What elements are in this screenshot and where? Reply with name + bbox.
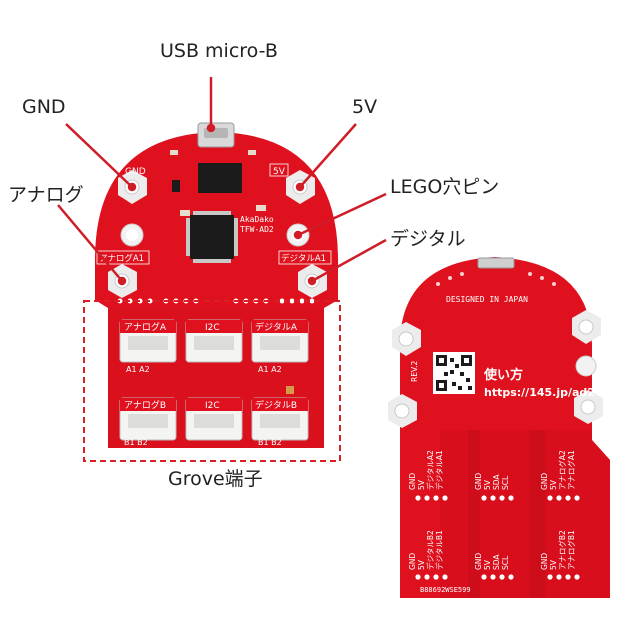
back-pin-dot: [574, 495, 580, 501]
back-pin-dot: [433, 495, 439, 501]
back-pin-label: デジタルA1: [434, 450, 444, 490]
qr-code: [433, 352, 475, 394]
ic-chip-top: [198, 163, 242, 193]
back-pin-dot: [547, 495, 553, 501]
chip-label-2: TFW-AD2: [240, 225, 274, 234]
pins-a1a2-left: A1 A2: [126, 365, 150, 374]
back-pin-label: SDA: [492, 554, 501, 570]
back-pin-dot: [565, 574, 571, 580]
label-analog-a1: アナログA1: [99, 253, 144, 264]
url-label: https://145.jp/ad2: [484, 386, 595, 399]
pad-lego-left: [120, 223, 144, 247]
back-pin-dot: [481, 574, 487, 580]
back-pin-label: デジタルB1: [434, 530, 444, 570]
back-pin-label: GND: [474, 473, 483, 490]
pad-gnd-label: GND: [125, 167, 146, 177]
back-pin-dot: [442, 574, 448, 580]
grove-labels: アナログA I2C デジタルA アナログB I2C デジタルB A1 A2 A1…: [120, 320, 308, 447]
callout-5v: 5V: [352, 96, 378, 118]
label-digital-a1: デジタルA1: [281, 253, 326, 264]
back-pin-label: GND: [408, 473, 417, 490]
callout-analog: アナログ: [8, 184, 84, 206]
designed-in-japan: DESIGNED IN JAPAN: [446, 295, 528, 304]
callout-digital: デジタル: [390, 228, 466, 250]
back-pin-dot: [415, 495, 421, 501]
grove-dashed-box: [83, 300, 341, 462]
back-pin-label: GND: [540, 473, 549, 490]
back-pin-dot: [442, 495, 448, 501]
port-i2c-top: I2C: [205, 323, 220, 333]
back-pin-dot: [415, 574, 421, 580]
back-pin-dot: [565, 495, 571, 501]
back-pin-label: SDA: [492, 474, 501, 490]
back-board: DESIGNED IN JAPAN REV.2 使い方 https://145.…: [388, 257, 610, 598]
back-pin-label: 5V: [549, 479, 558, 490]
line-digital: [311, 238, 387, 283]
back-pin-label: 5V: [417, 559, 426, 570]
line-5v: [299, 123, 357, 188]
back-pin-label: SCL: [501, 555, 510, 570]
back-pin-label: 5V: [483, 559, 492, 570]
line-analog: [57, 204, 123, 282]
back-pin-label: GND: [474, 553, 483, 570]
back-pin-dot: [547, 574, 553, 580]
back-pin-dot: [433, 574, 439, 580]
pins-b1b2-left: B1 B2: [124, 438, 148, 447]
line-gnd: [65, 123, 133, 188]
back-pin-label: GND: [540, 553, 549, 570]
pins-b1b2-right: B1 B2: [258, 438, 282, 447]
back-pin-dot: [499, 495, 505, 501]
back-pin-dot: [490, 574, 496, 580]
callout-lego: LEGO穴ピン: [390, 176, 500, 198]
pins-a1a2-right: A1 A2: [258, 365, 282, 374]
back-pin-dot: [508, 574, 514, 580]
back-pin-dot: [490, 495, 496, 501]
back-pin-label: SCL: [501, 475, 510, 490]
rev-label: REV.2: [410, 361, 419, 382]
port-i2c-bottom: I2C: [205, 401, 220, 411]
serial-label: B88692WSE599: [420, 586, 471, 594]
back-pin-label: アナログA1: [566, 450, 576, 490]
back-pin-dot: [556, 574, 562, 580]
mcu-chip: [186, 211, 238, 263]
lego-hole-pads: [108, 170, 327, 298]
back-pin-dot: [424, 495, 430, 501]
back-pin-label: GND: [408, 553, 417, 570]
back-pin-dot: [508, 495, 514, 501]
back-pin-dot: [556, 495, 562, 501]
back-pin-label: 5V: [483, 479, 492, 490]
callout-usb: USB micro-B: [160, 40, 278, 62]
back-pin-dot: [424, 574, 430, 580]
usb-connector: [197, 122, 235, 148]
back-pin-label: 5V: [417, 479, 426, 490]
chip-label-1: AkaDako: [240, 215, 274, 224]
back-pin-label: 5V: [549, 559, 558, 570]
port-digital-a: デジタルA: [255, 321, 298, 333]
back-pin-label: アナログB2: [557, 530, 567, 570]
pad-5v-label: 5V: [273, 167, 286, 177]
back-pin-dot: [481, 495, 487, 501]
back-pin-label: デジタルA2: [425, 450, 435, 490]
callout-lines: [57, 77, 387, 286]
port-analog-a: アナログA: [124, 321, 167, 333]
back-pin-dot: [574, 574, 580, 580]
back-pin-label: アナログA2: [557, 450, 567, 490]
port-analog-b: アナログB: [124, 399, 166, 411]
port-digital-b: デジタルB: [255, 399, 297, 411]
callout-grove: Grove端子: [168, 468, 263, 490]
howto-label: 使い方: [483, 367, 523, 383]
back-pin-label: デジタルB2: [425, 530, 435, 570]
callout-gnd: GND: [22, 96, 66, 118]
front-board: GND 5V AkaDako TFW-AD2 アナログA1 デジタルA1: [95, 122, 338, 448]
back-pin-dot: [499, 574, 505, 580]
line-lego: [297, 192, 387, 237]
back-pin-label: アナログB1: [566, 530, 576, 570]
